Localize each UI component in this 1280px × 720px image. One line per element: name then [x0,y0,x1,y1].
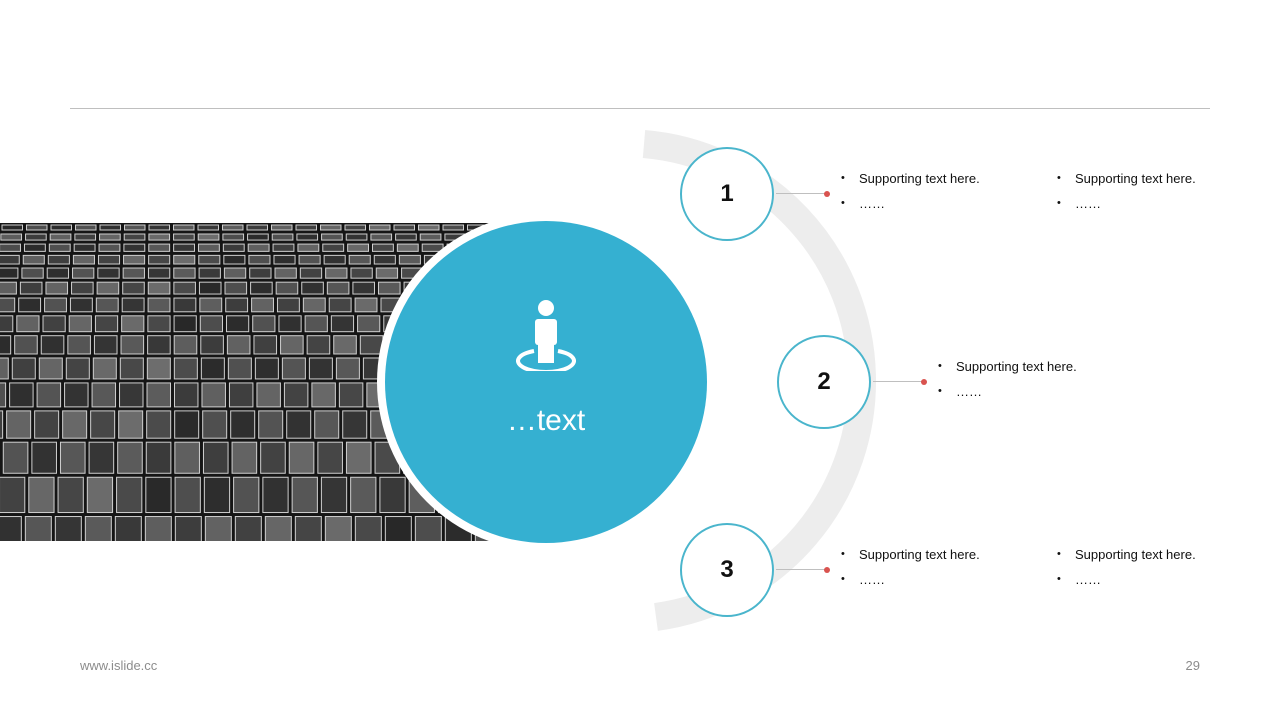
person-pin-icon [516,300,576,371]
step-3-number: 3 [720,556,734,583]
bullet-item: …… [1057,191,1196,216]
step-2-bullets: Supporting text here. …… [938,354,1077,404]
center-hub: …text [377,213,715,551]
header-divider [70,108,1210,109]
step-1-connector [776,193,826,194]
bullet-item: Supporting text here. [938,354,1077,379]
step-2-connector [873,381,923,382]
bullet-item: …… [841,191,980,216]
step-2-dot [921,379,927,385]
bullet-item: Supporting text here. [841,542,980,567]
step-1-number: 1 [720,180,734,207]
step-3-bullets-b: Supporting text here. …… [1057,542,1196,592]
bullet-item: …… [938,379,1077,404]
page-number: 29 [1185,658,1200,673]
step-1-bullets-a: Supporting text here. …… [841,166,980,216]
step-1-dot [824,191,830,197]
step-3-circle: 3 [680,523,774,617]
bullet-item: …… [1057,567,1196,592]
footer-url: www.islide.cc [80,658,158,673]
center-hub-fill: …text [385,221,707,543]
step-2-number: 2 [817,368,831,395]
bullet-item: …… [841,567,980,592]
bullet-item: Supporting text here. [841,166,980,191]
bullet-item: Supporting text here. [1057,542,1196,567]
step-1-circle: 1 [680,147,774,241]
center-label: …text [506,404,586,437]
step-2-circle: 2 [777,335,871,429]
bullet-item: Supporting text here. [1057,166,1196,191]
step-3-dot [824,567,830,573]
step-1-bullets-b: Supporting text here. …… [1057,166,1196,216]
step-3-connector [776,569,826,570]
step-3-bullets-a: Supporting text here. …… [841,542,980,592]
